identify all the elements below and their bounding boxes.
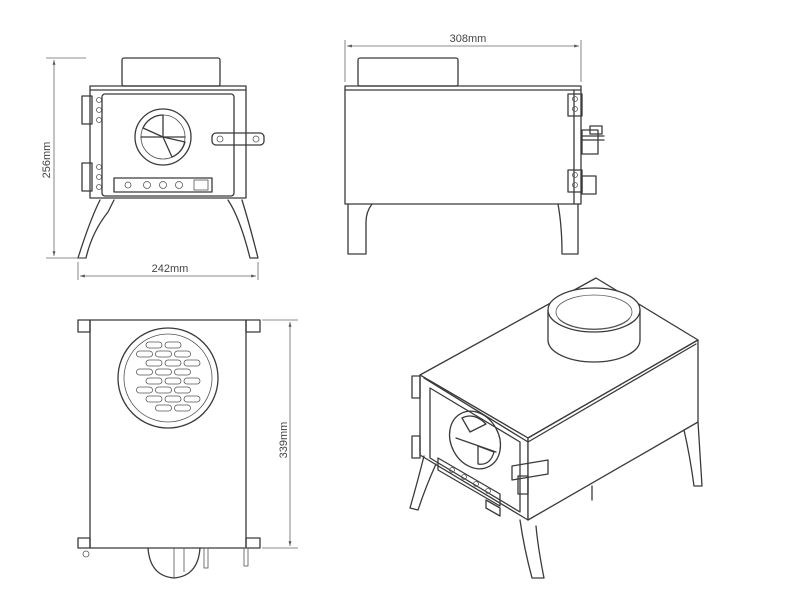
dimension-width-front-label: 242mm (152, 263, 189, 275)
grille-slot (183, 395, 201, 403)
dimension-depth-top-label: 339mm (278, 422, 290, 459)
grille-slot (155, 350, 172, 358)
side-view (344, 57, 605, 255)
isometric-view (409, 277, 703, 579)
dimension-width-side-label: 308mm (450, 33, 487, 45)
grille-slot (145, 395, 163, 403)
grille-slot (174, 386, 191, 394)
grille-slot (164, 395, 182, 403)
front-view (77, 57, 265, 259)
grille-slot (164, 359, 182, 367)
grille-slot (136, 350, 153, 358)
grille-slot (136, 386, 153, 394)
dimension-width-front: 242mm (77, 262, 259, 280)
top-view (77, 319, 261, 579)
grille-slot (145, 341, 163, 349)
dimension-height-label: 256mm (41, 142, 53, 179)
grille-slot (174, 368, 191, 376)
grille-slot (155, 386, 172, 394)
grille-slot (174, 404, 191, 412)
grille-slot (155, 404, 172, 412)
grille-slot (145, 359, 163, 367)
grille-slot (164, 341, 182, 349)
front-ash-vent (113, 177, 213, 193)
grille-slot (136, 368, 153, 376)
grille-slot (155, 368, 172, 376)
dimension-height: 256mm (41, 57, 86, 259)
grille-slot (145, 377, 163, 385)
grille-slot (183, 377, 201, 385)
grille-slot (164, 377, 182, 385)
grille-slot (174, 350, 191, 358)
top-flue-grille (117, 327, 219, 429)
grille-slot (183, 359, 201, 367)
front-hinges (81, 95, 102, 192)
front-door-handle (211, 132, 265, 146)
front-spin-vent (134, 108, 192, 166)
dimension-depth-top: 339mm (262, 319, 298, 549)
dimension-width-side: 308mm (344, 33, 582, 82)
iso-flue-collar (547, 287, 641, 363)
front-legs (77, 199, 259, 259)
